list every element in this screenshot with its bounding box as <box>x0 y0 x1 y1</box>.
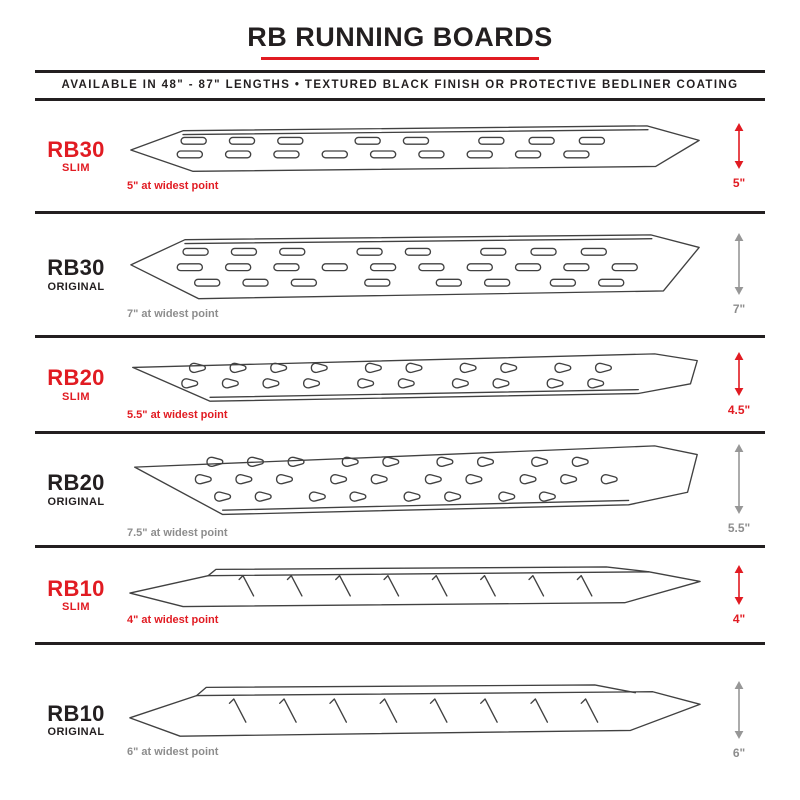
height-label: 7" <box>732 302 746 316</box>
rb10-original-board-illustration <box>129 683 701 737</box>
rb30-slim-label: RB30 SLIM <box>35 101 117 211</box>
rb30-original-drawing: 7" at widest point <box>125 214 705 335</box>
rb10-original-drawing: 6" at widest point <box>125 645 705 795</box>
model-name: RB10 <box>47 575 105 601</box>
rb20-slim-board-illustration <box>132 353 698 402</box>
title-underline <box>261 57 539 60</box>
rb10-slim-board-illustration <box>129 566 701 608</box>
rb20-original-drawing: 7.5" at widest point <box>125 434 705 545</box>
rb20-slim-drawing: 5.5" at widest point <box>125 338 705 431</box>
page-title: RB RUNNING BOARDS <box>247 22 553 52</box>
row-rb20-slim: RB20 SLIM 5.5" at widest point 4.5" <box>35 338 765 434</box>
row-rb30-slim: RB30 SLIM 5" at widest point 5" <box>35 101 765 214</box>
rb10-slim-drawing: 4" at widest point <box>125 548 705 642</box>
rb20-original-label: RB20 ORIGINAL <box>35 434 117 545</box>
model-variant: SLIM <box>62 162 90 175</box>
row-rb10-slim: RB10 SLIM 4" at widest point 4" <box>35 548 765 645</box>
row-rb10-original: RB10 ORIGINAL 6" at widest point 6" <box>35 645 765 795</box>
row-rb30-original: RB30 ORIGINAL 7" at widest point 7" <box>35 214 765 338</box>
rb30-slim-board-illustration <box>130 125 700 173</box>
row-rb20-original: RB20 ORIGINAL 7.5" at widest point <box>35 434 765 548</box>
width-note: 6" at widest point <box>127 746 219 759</box>
height-arrow-icon <box>734 233 744 295</box>
model-name: RB10 <box>47 700 105 726</box>
model-name: RB20 <box>47 365 105 391</box>
rb20-original-measure: 5.5" <box>713 434 765 545</box>
rb20-original-board-illustration <box>134 445 698 516</box>
width-note: 7" at widest point <box>127 307 219 320</box>
height-arrow-icon <box>734 680 744 739</box>
width-note: 4" at widest point <box>127 613 219 626</box>
rb10-slim-label: RB10 SLIM <box>35 548 117 642</box>
height-arrow-icon <box>734 122 744 169</box>
height-arrow-icon <box>734 564 744 605</box>
rb10-original-label: RB10 ORIGINAL <box>35 645 117 795</box>
model-name: RB20 <box>47 470 105 496</box>
model-variant: SLIM <box>62 390 90 403</box>
rb30-original-label: RB30 ORIGINAL <box>35 214 117 335</box>
rb10-slim-measure: 4" <box>713 548 765 642</box>
height-label: 5.5" <box>727 521 751 535</box>
width-note: 5.5" at widest point <box>127 409 228 422</box>
height-label: 6" <box>732 745 746 760</box>
rb30-slim-measure: 5" <box>713 101 765 211</box>
height-label: 4" <box>732 611 746 626</box>
rb30-slim-drawing: 5" at widest point <box>125 101 705 211</box>
subtitle: AVAILABLE IN 48" - 87" LENGTHS • TEXTURE… <box>61 79 739 91</box>
model-variant: SLIM <box>62 601 90 614</box>
height-arrow-icon <box>734 444 744 514</box>
model-variant: ORIGINAL <box>47 495 105 508</box>
height-label: 5" <box>732 175 746 190</box>
model-name: RB30 <box>47 136 105 162</box>
rb20-slim-label: RB20 SLIM <box>35 338 117 431</box>
rb30-original-board-illustration <box>130 234 700 300</box>
rb10-original-measure: 6" <box>713 645 765 795</box>
width-note: 5" at widest point <box>127 179 219 192</box>
height-label: 4.5" <box>727 403 751 417</box>
model-variant: ORIGINAL <box>47 726 105 739</box>
width-note: 7.5" at widest point <box>127 526 228 539</box>
model-variant: ORIGINAL <box>47 280 105 293</box>
rb20-slim-measure: 4.5" <box>713 338 765 431</box>
rb30-original-measure: 7" <box>713 214 765 335</box>
height-arrow-icon <box>734 352 744 396</box>
top-rule <box>35 70 765 73</box>
subtitle-rule <box>35 98 765 101</box>
model-name: RB30 <box>47 255 105 281</box>
